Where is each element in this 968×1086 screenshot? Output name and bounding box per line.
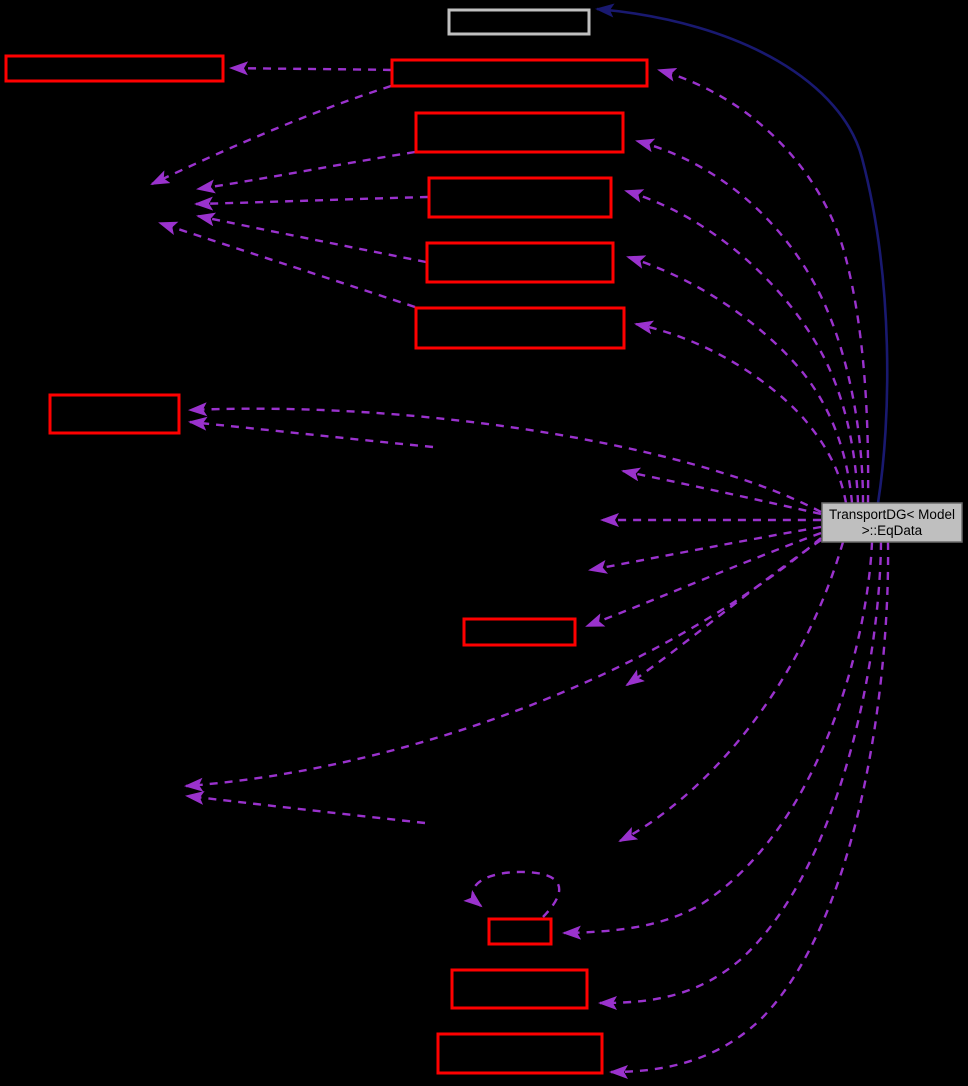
node-class-small-mid[interactable] [462, 617, 577, 647]
node-class-c[interactable] [425, 241, 615, 284]
node-center-eqdata: TransportDG< Model >::EqData [821, 502, 963, 543]
usage-self-loop-class-tiny [463, 870, 561, 918]
center-node-label-line2: >::EqData [862, 523, 923, 538]
node-class-a[interactable] [414, 111, 625, 154]
usage-edge-center-to-class-a [635, 138, 865, 504]
usage-edge-center-to-class-bottom-1 [598, 541, 883, 1010]
node-class-top-left[interactable] [4, 54, 225, 83]
usage-edge-center-to-class-c [626, 255, 854, 504]
usage-edge-center-to-class-b [624, 189, 860, 504]
node-class-b[interactable] [427, 176, 613, 219]
usage-edge-class-c-to-hidden-left-2 [196, 212, 427, 264]
node-class-bottom-2[interactable] [436, 1032, 604, 1075]
node-base-class[interactable] [447, 8, 591, 36]
usage-edge-center-to-hidden-node-5 [184, 537, 822, 792]
center-node-label-line1: TransportDG< Model [829, 507, 955, 522]
usage-edge-center-to-class-d [634, 320, 848, 504]
usage-edge-center-to-hidden-node-6 [618, 541, 845, 843]
usage-edge-hidden-node-6-to-hidden-node-5 [185, 790, 426, 825]
node-class-top[interactable] [390, 58, 649, 88]
node-class-bottom-1[interactable] [450, 968, 589, 1010]
usage-edge-class-b-to-hidden-left-2 [194, 195, 429, 211]
node-class-d[interactable] [414, 306, 626, 350]
inheritance-edge-center-to-base-class [595, 3, 889, 504]
usage-edge-center-to-class-tiny [562, 541, 874, 940]
usage-edge-class-top-to-hidden-left-1 [150, 84, 392, 186]
usage-edge-center-to-hidden-node-1 [621, 467, 822, 516]
usage-edge-class-top-to-class-top-left [229, 61, 392, 76]
usage-edge-class-d-to-hidden-left-1 [158, 221, 416, 309]
node-class-left[interactable] [48, 393, 181, 435]
usage-edge-center-to-hidden-node-3 [588, 525, 822, 574]
usage-edge-center-to-class-bottom-2 [609, 541, 890, 1079]
usage-edge-hidden-node-1-to-class-left [188, 416, 434, 449]
usage-edge-class-a-to-hidden-left-2 [196, 150, 416, 194]
usage-edge-center-to-class-top [657, 68, 870, 504]
node-class-tiny[interactable] [487, 917, 553, 946]
usage-edge-center-to-class-left [188, 402, 822, 514]
usage-edge-center-to-class-small-mid [585, 531, 822, 628]
